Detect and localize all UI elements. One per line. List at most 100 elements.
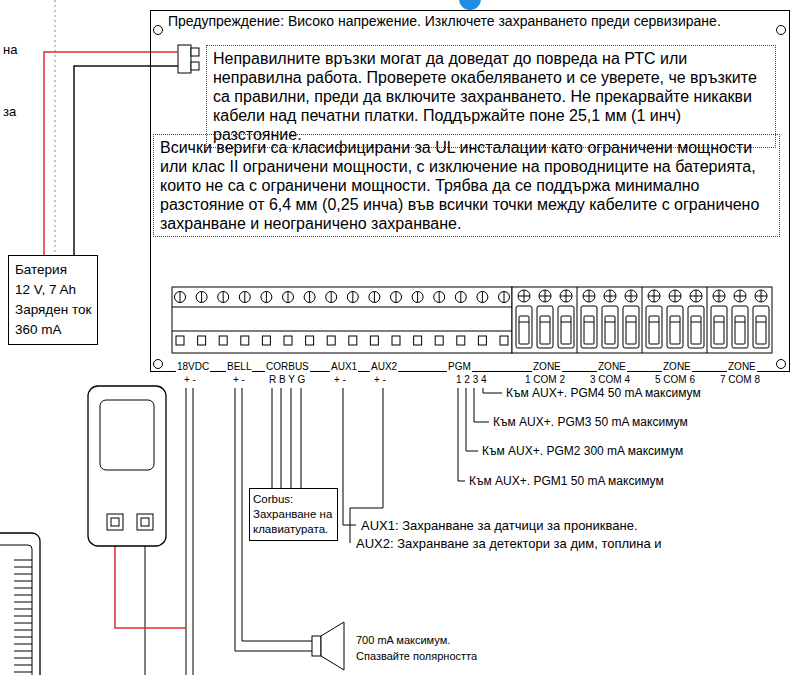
terminal-socket [241, 336, 249, 345]
zone-screw [560, 290, 572, 302]
screw-terminal [412, 292, 423, 303]
note-text: Неправилните връзки могат да доведат до … [213, 49, 769, 144]
control-board: Предупреждение: Високо напрежение. Изклю… [150, 10, 790, 372]
terminal-label: PGM [447, 361, 472, 373]
battery-spec: 12 V, 7 Ah [15, 280, 91, 300]
terminal-socket [198, 336, 206, 345]
battery-spec: Заряден ток [15, 300, 91, 320]
terminal-label: ZONE [727, 361, 757, 373]
corbus-box: Corbus:Захранване на клавиатурата. [249, 488, 338, 541]
connector-pin [191, 48, 199, 56]
battery-spec: 360 mA [15, 320, 91, 340]
mount-hole [154, 360, 163, 369]
corbus-wire [272, 388, 273, 488]
terminal-socket [219, 336, 227, 345]
transformer-terminal [107, 514, 123, 530]
zone-screw [669, 290, 681, 302]
terminal-label: AUX1 [330, 361, 358, 373]
corbus-wire [291, 388, 292, 488]
screw-terminal [477, 292, 488, 303]
terminal-label: CORBUS [265, 361, 310, 373]
top-badge [459, 0, 481, 10]
note-text: Всички вериги са класифицирани за UL инс… [160, 138, 773, 233]
cut-off-text: на [2, 42, 18, 58]
zone-lever [558, 306, 574, 348]
terminal-socket [327, 336, 335, 345]
terminal-block [172, 287, 512, 353]
pgm4-leader [483, 388, 502, 393]
power-wire [186, 388, 187, 675]
transformer-label-plate [100, 400, 154, 470]
terminal-socket [500, 336, 508, 345]
terminal-label: ZONE [662, 361, 692, 373]
device-coil [14, 560, 32, 672]
screw-terminal [326, 292, 337, 303]
zone-divider [642, 287, 643, 353]
zone-lever [753, 306, 769, 348]
siren-note: 700 mA максимум. [355, 634, 451, 647]
terminal-pin: 3 COM 4 [589, 374, 631, 386]
battery-heading: Батерия [15, 260, 91, 280]
corbus-text: Захранване на клавиатурата. [253, 507, 334, 537]
terminal-pin: + - [333, 374, 347, 386]
screw-terminal [499, 292, 510, 303]
terminal-label: ZONE [597, 361, 627, 373]
pgm2-leader [466, 388, 478, 451]
zone-lever [516, 306, 532, 348]
screw-terminal [347, 292, 358, 303]
zone-lever [602, 306, 618, 348]
terminal-label: AUX2 [370, 361, 398, 373]
black-wire [151, 65, 178, 67]
zone-screw [690, 290, 702, 302]
terminal-socket [414, 336, 422, 345]
screw-terminal [391, 292, 402, 303]
zone-lever [667, 306, 683, 348]
wiring-warning-note: Неправилните връзки могат да доведат до … [206, 45, 776, 148]
mount-hole [777, 26, 786, 35]
red-wire [151, 51, 178, 53]
device-housing [0, 533, 40, 675]
zone-screw [625, 290, 637, 302]
screw-terminal [196, 292, 207, 303]
screw-terminal [283, 292, 294, 303]
zone-lever [646, 306, 662, 348]
terminal-sockets [176, 336, 508, 345]
screw-terminal [455, 292, 466, 303]
siren-body [312, 636, 321, 656]
zone-lever [623, 306, 639, 348]
terminal-socket [262, 336, 270, 345]
aux1-leader [343, 388, 356, 525]
terminal-socket [176, 336, 184, 345]
zone-lever [688, 306, 704, 348]
screw-terminal [434, 292, 445, 303]
zone-lever [581, 306, 597, 348]
transformer-terminal [137, 514, 153, 530]
terminal-socket [435, 336, 443, 345]
warning-text: Предупреждение: Високо напрежение. Изклю… [168, 14, 780, 29]
screw-terminal [304, 292, 315, 303]
terminal-pin: 7 COM 8 [719, 374, 761, 386]
screw-terminal [261, 292, 272, 303]
transformer-housing [88, 386, 166, 546]
mount-hole [154, 26, 163, 35]
terminal-pin: R B Y G [268, 374, 306, 386]
terminal-divider [172, 307, 512, 308]
battery-black-wire [74, 66, 150, 255]
screw-terminal [239, 292, 250, 303]
terminal-pin: 1 COM 2 [524, 374, 566, 386]
zone-screw [713, 290, 725, 302]
zone-screw [604, 290, 616, 302]
transformer-wire [145, 530, 146, 675]
pgm-note: Към AUX+. PGM4 50 mA максимум [505, 386, 702, 400]
screw-terminal [369, 292, 380, 303]
terminal-socket [284, 336, 292, 345]
corbus-wire [281, 388, 282, 488]
pgm-note: Към AUX+. PGM2 300 mA максимум [481, 444, 684, 458]
zone-screw [734, 290, 746, 302]
zone-screw [518, 290, 530, 302]
terminal-pin: + - [373, 374, 387, 386]
corbus-wire [301, 388, 302, 488]
zone-divider [577, 287, 578, 353]
zone-lever [537, 306, 553, 348]
